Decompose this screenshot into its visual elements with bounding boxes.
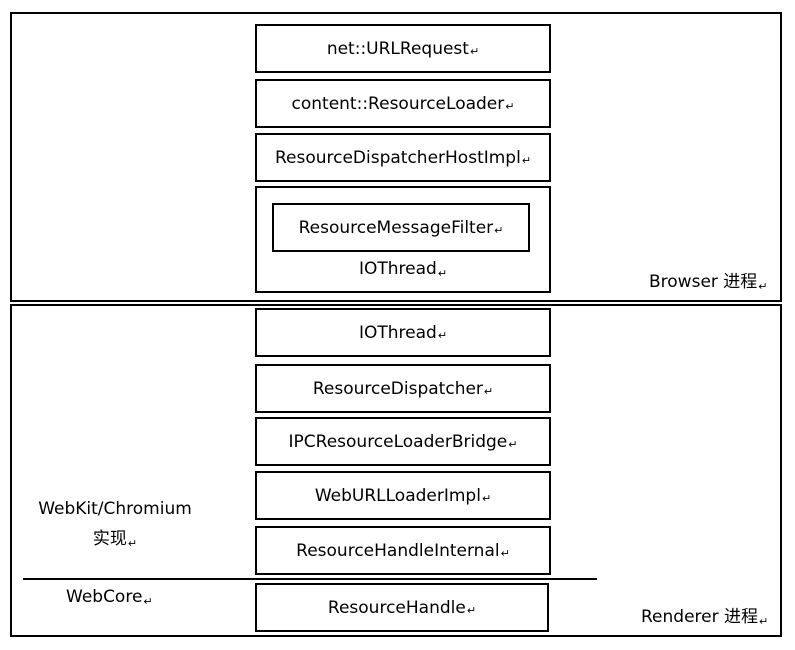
paragraph-mark-icon: ↵ [494, 224, 504, 237]
box-resourcemessagefilter: ResourceMessageFilter↵ [272, 203, 530, 252]
webkit-chromium-layer-label: WebKit/Chromium 实现↵ [38, 499, 192, 550]
renderer-process-label: Renderer 进程↵ [641, 607, 769, 628]
layer-divider-line [23, 578, 597, 580]
paragraph-mark-icon: ↵ [143, 595, 153, 608]
box-resourcedispatcherhostimpl: ResourceDispatcherHostImpl↵ [255, 133, 551, 182]
box-ipcresourceloaderbridge: IPCResourceLoaderBridge↵ [255, 417, 551, 466]
box-content-resourceloader-text: content::ResourceLoader [291, 93, 505, 114]
box-resourcehandleinternal-text: ResourceHandleInternal [296, 540, 500, 561]
renderer-process-region [10, 304, 782, 637]
paragraph-mark-icon: ↵ [505, 100, 515, 113]
paragraph-mark-icon: ↵ [500, 547, 510, 560]
box-ipcresourceloaderbridge-text: IPCResourceLoaderBridge [288, 431, 508, 452]
paragraph-mark-icon: ↵ [508, 438, 518, 451]
paragraph-mark-icon: ↵ [469, 45, 480, 58]
paragraph-mark-icon: ↵ [759, 615, 769, 628]
box-resourcemessagefilter-text: ResourceMessageFilter [298, 217, 494, 238]
box-renderer-iothread: IOThread↵ [255, 308, 551, 357]
box-weburlloaderimpl: WebURLLoaderImpl↵ [255, 471, 551, 520]
box-resourcedispatcher: ResourceDispatcher↵ [255, 364, 551, 413]
paragraph-mark-icon: ↵ [466, 604, 477, 617]
browser-process-label: Browser 进程↵ [649, 272, 768, 293]
box-weburlloaderimpl-text: WebURLLoaderImpl [314, 485, 481, 506]
box-net-urlrequest: net::URLRequest↵ [255, 24, 551, 73]
paragraph-mark-icon: ↵ [127, 537, 138, 550]
box-resourcehandle: ResourceHandle↵ [255, 583, 549, 632]
box-resourcehandle-text: ResourceHandle [327, 597, 466, 618]
paragraph-mark-icon: ↵ [521, 154, 532, 167]
box-net-urlrequest-text: net::URLRequest [326, 38, 469, 59]
paragraph-mark-icon: ↵ [437, 329, 448, 342]
paragraph-mark-icon: ↵ [481, 492, 492, 505]
paragraph-mark-icon: ↵ [758, 280, 768, 293]
box-content-resourceloader: content::ResourceLoader↵ [255, 79, 551, 128]
box-resourcedispatcherhostimpl-text: ResourceDispatcherHostImpl [274, 147, 521, 168]
box-renderer-iothread-text: IOThread [358, 322, 437, 343]
paragraph-mark-icon: ↵ [437, 267, 448, 280]
paragraph-mark-icon: ↵ [483, 385, 494, 398]
browser-iothread-label: IOThread↵ [358, 259, 448, 280]
webcore-layer-label: WebCore↵ [66, 587, 153, 608]
box-resourcedispatcher-text: ResourceDispatcher [312, 378, 483, 399]
box-resourcehandleinternal: ResourceHandleInternal↵ [255, 526, 551, 575]
